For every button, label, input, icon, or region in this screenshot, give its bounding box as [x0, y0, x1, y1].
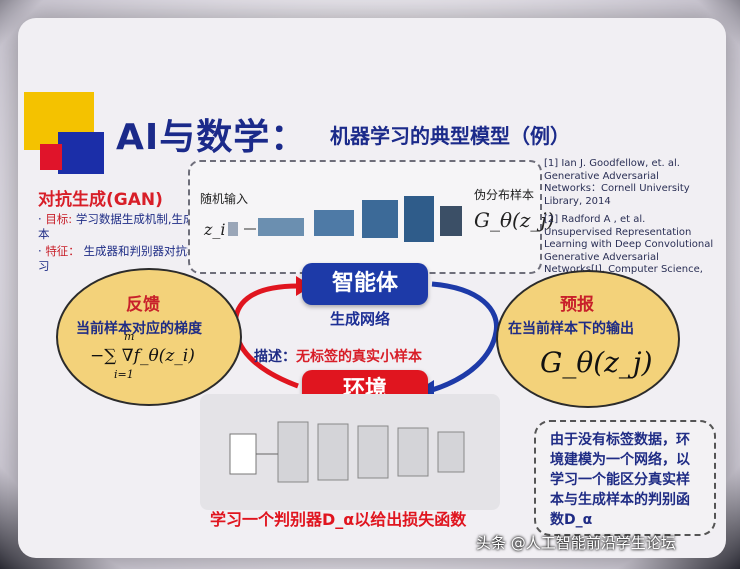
discriminator-diagram: [229, 421, 465, 483]
conv-layer: [277, 421, 309, 483]
input-symbol: z_i: [204, 220, 226, 239]
layer-block: [228, 222, 238, 236]
forecast-text: 在当前样本下的输出: [508, 321, 634, 337]
discriminator-network-box: [200, 394, 500, 510]
forecast-arrow: [431, 281, 499, 393]
slide-subtitle: 机器学习的典型模型（例）: [330, 124, 570, 148]
fake-sample-label: 伪分布样本: [474, 188, 535, 202]
gan-bullets: · 目标: 学习数据生成机制,生成样本 · 特征： 生成器和判别器对抗学习: [38, 212, 208, 276]
forecast-oval: [496, 270, 680, 408]
decor-red-square: [40, 144, 62, 170]
slide-title: AI与数学：: [116, 117, 308, 158]
decor-blue-square: [58, 132, 104, 174]
gan-goal: · 目标: 学习数据生成机制,生成样本: [38, 212, 206, 241]
forecast-formula: G_θ(z_j): [540, 346, 653, 379]
feedback-title: 反馈: [126, 295, 160, 315]
feedback-text: 当前样本对应的梯度: [76, 321, 202, 337]
conv-layer: [357, 425, 389, 479]
random-input-label: 随机输入: [200, 192, 249, 206]
sum-bottom: i=1: [114, 368, 134, 381]
discriminator-caption: 学习一个判别器D_α以给出损失函数: [210, 510, 467, 529]
note-text: 由于没有标签数据，环境建模为一个网络，以学习一个能区分真实样本与生成样本的判别函…: [550, 432, 690, 528]
agent-box: 智能体: [302, 263, 428, 305]
input-image: [229, 433, 257, 475]
output-symbol: G_θ(z_j): [474, 208, 555, 232]
gan-heading: 对抗生成(GAN): [38, 190, 163, 210]
feedback-oval: [56, 268, 242, 406]
feedback-formula: m −∑ ∇f_θ(z_i) i=1: [90, 330, 195, 381]
layer-block: [314, 210, 354, 236]
feedback-arrow: [232, 283, 299, 389]
layer-block: [362, 200, 398, 238]
layer-block: [404, 196, 434, 242]
watermark: 头条 @人工智能前沿学生论坛: [476, 534, 676, 552]
conv-layer: [317, 423, 349, 481]
conv-layer: [397, 427, 429, 477]
sum-top: m: [124, 330, 135, 343]
description: 描述：无标签的真实小样本: [254, 349, 422, 365]
note-box: [534, 420, 716, 536]
forecast-title: 预报: [560, 295, 594, 315]
layer-block: [440, 206, 462, 236]
conv-layer: [437, 431, 465, 473]
reference-1: [1] Ian J. Goodfellow, et. al. Generativ…: [544, 158, 690, 207]
gan-feature: · 特征： 生成器和判别器对抗学习: [38, 244, 199, 273]
references: [1] Ian J. Goodfellow, et. al. Generativ…: [544, 158, 716, 295]
layer-block: [258, 218, 304, 236]
agent-subtitle: 生成网络: [330, 310, 391, 328]
generator-layers: [228, 196, 462, 242]
